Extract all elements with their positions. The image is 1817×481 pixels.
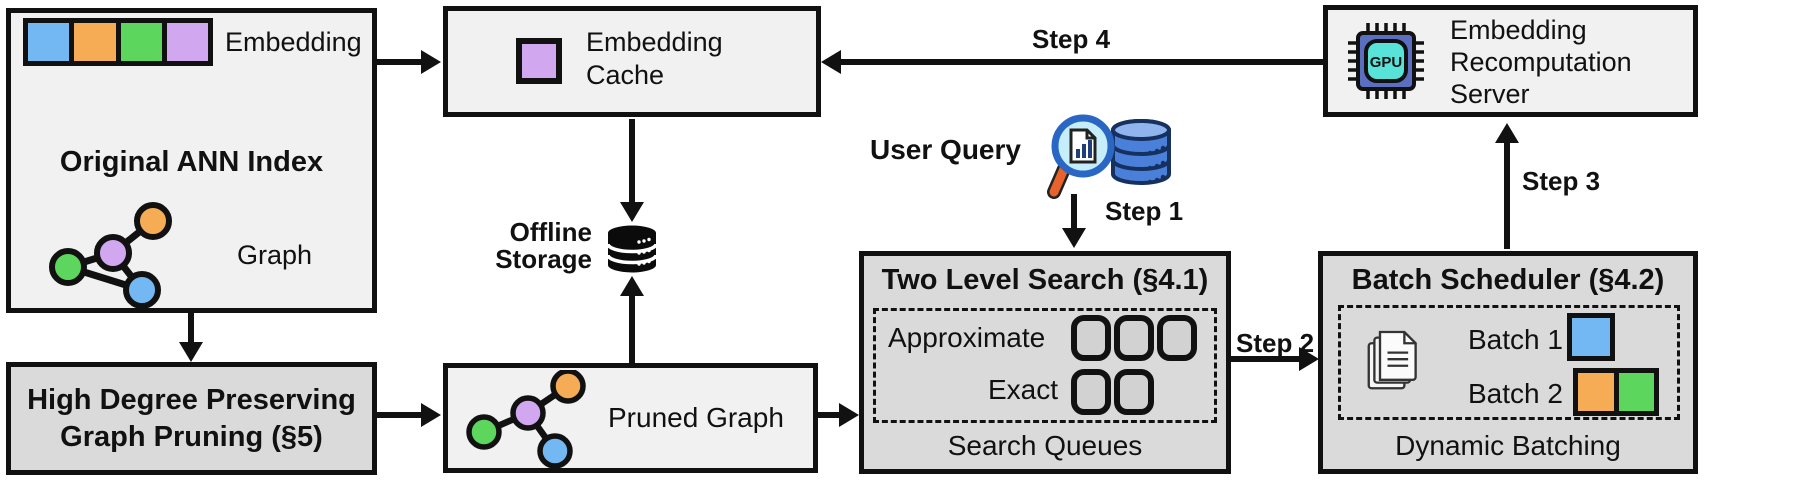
ann-graph-icon (49, 202, 172, 309)
batch2-embedding-icons (1573, 368, 1659, 416)
query-documents-icon (1367, 330, 1417, 390)
batch1-cell-blue (1572, 318, 1610, 356)
batch-scheduler-box: Batch Scheduler (§4.2) Batch 1 Batch 2 D… (1318, 251, 1698, 474)
dynamic-batching-dashed-frame (1338, 305, 1680, 420)
offline-storage-database-icon (606, 225, 658, 273)
batch2-cell-orange (1578, 373, 1614, 411)
search-queues-caption: Search Queues (947, 430, 1143, 461)
pruned-graph-label: Pruned Graph (608, 402, 784, 433)
high-degree-pruning-line1: High Degree Preserving (27, 383, 356, 416)
step4-label: Step 4 (1032, 24, 1111, 54)
recomputation-server-box: GPU Embedding Recomputation Server (1323, 5, 1698, 117)
original-ann-index-title: Original ANN Index (59, 146, 324, 178)
recomputation-server-line1: Embedding (1450, 15, 1587, 45)
pruned-graph-icon (466, 370, 586, 469)
queue-slot (1071, 315, 1111, 361)
approximate-queue-slots (1071, 315, 1197, 361)
embedding-cell-orange (74, 23, 116, 61)
gpu-chip-label: GPU (1370, 54, 1403, 71)
recomputation-server-line2: Recomputation (1450, 47, 1632, 77)
queue-slot (1071, 369, 1111, 415)
offline-storage-line2: Storage (495, 244, 592, 274)
gpu-chip-icon: GPU (1348, 23, 1424, 99)
two-level-search-title: Two Level Search (§4.1) (881, 264, 1209, 296)
embedding-cache-line2: Cache (586, 60, 665, 90)
two-level-search-box: Two Level Search (§4.1) Approximate Exac… (859, 251, 1231, 474)
embedding-cache-box: Embedding Cache (443, 6, 821, 117)
offline-storage-line1: Offline (509, 217, 592, 247)
step3-label: Step 3 (1522, 166, 1601, 196)
embedding-label: Embedding (225, 27, 362, 57)
pruned-graph-box: Pruned Graph (443, 363, 818, 473)
embedding-cell-purple (166, 23, 208, 61)
dynamic-batching-caption: Dynamic Batching (1395, 430, 1621, 461)
exact-label: Exact (988, 374, 1059, 405)
cached-embedding-icon (516, 38, 562, 84)
user-query-icon (1047, 114, 1171, 199)
batch2-label: Batch 2 (1468, 378, 1563, 409)
batch1-label: Batch 1 (1468, 324, 1563, 355)
embedding-cell-blue (28, 23, 70, 61)
search-queues-dashed-frame (873, 308, 1217, 423)
embedding-vector-icon (23, 18, 213, 66)
user-query-label: User Query (870, 134, 1021, 165)
embedding-cell-green (120, 23, 162, 61)
batch-scheduler-title: Batch Scheduler (§4.2) (1351, 264, 1665, 296)
queue-slot (1114, 369, 1154, 415)
embedding-cache-line1: Embedding (586, 27, 723, 57)
step1-label: Step 1 (1105, 196, 1184, 226)
high-degree-pruning-line2: Graph Pruning (§5) (60, 420, 323, 453)
recomputation-server-line3: Server (1450, 79, 1530, 109)
exact-queue-slots (1071, 369, 1154, 415)
graph-label: Graph (237, 240, 313, 270)
queue-slot (1157, 315, 1197, 361)
queue-slot (1114, 315, 1154, 361)
batch1-embedding-icon (1567, 313, 1615, 361)
high-degree-pruning-box: High Degree Preserving Graph Pruning (§5… (6, 362, 377, 475)
batch2-cell-green (1618, 373, 1654, 411)
approximate-label: Approximate (888, 322, 1046, 353)
original-ann-index-box: Embedding Original ANN Index Graph (6, 8, 377, 313)
